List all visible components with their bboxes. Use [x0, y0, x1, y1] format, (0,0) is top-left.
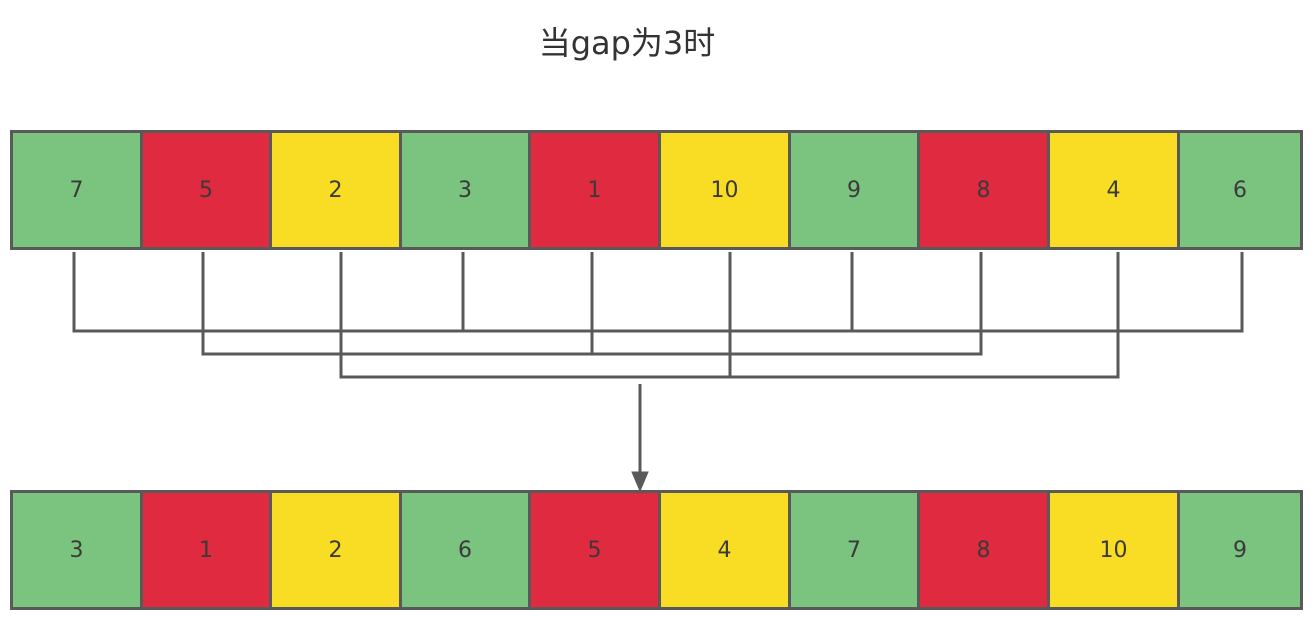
- diagram-title: 当gap为3时: [538, 24, 716, 62]
- cell-after-8: 10: [1047, 490, 1180, 610]
- cell-after-0: 3: [10, 490, 143, 610]
- cell-before-6: 9: [788, 130, 920, 250]
- cell-after-3: 6: [399, 490, 531, 610]
- connector-group-1: [72, 252, 1244, 333]
- array-after: 3 1 2 6 5 4 7 8 10 9: [10, 490, 1303, 610]
- cell-before-0: 7: [10, 130, 143, 250]
- arrow-head: [631, 471, 649, 493]
- cell-after-9: 9: [1177, 490, 1303, 610]
- cell-after-6: 7: [788, 490, 920, 610]
- cell-after-7: 8: [917, 490, 1050, 610]
- array-before: 7 5 2 3 1 10 9 8 4 6: [10, 130, 1303, 250]
- cell-before-8: 4: [1047, 130, 1180, 250]
- cell-after-2: 2: [269, 490, 402, 610]
- cell-after-1: 1: [140, 490, 272, 610]
- cell-before-9: 6: [1177, 130, 1303, 250]
- cell-before-2: 2: [269, 130, 402, 250]
- cell-after-5: 4: [658, 490, 791, 610]
- cell-after-4: 5: [528, 490, 661, 610]
- cell-before-7: 8: [917, 130, 1050, 250]
